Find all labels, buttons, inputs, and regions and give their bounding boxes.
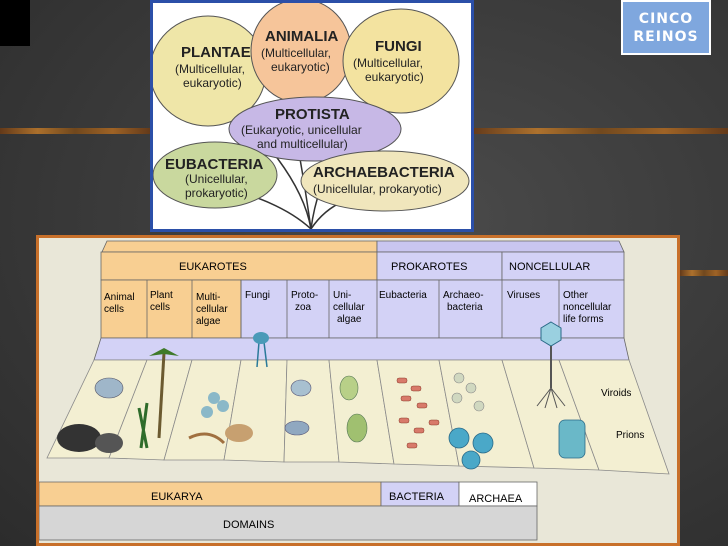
archaea-bar bbox=[458, 481, 538, 507]
col-unicellular-3: algae bbox=[337, 314, 362, 325]
prions-label: Prions bbox=[616, 430, 644, 441]
col-archaeobacteria-1: Archaeo- bbox=[443, 290, 484, 301]
title-badge: CINCO REINOS bbox=[621, 0, 711, 55]
col-animal-2: cells bbox=[104, 304, 124, 315]
protista-desc-2: and multicellular) bbox=[257, 137, 348, 151]
col-plant-2: cells bbox=[150, 302, 170, 313]
col-fungi: Fungi bbox=[245, 290, 270, 301]
plantae-desc-1: (Multicellular, bbox=[175, 62, 245, 76]
eubacteria-desc-2: prokaryotic) bbox=[185, 186, 248, 200]
eukarote-band-top bbox=[101, 240, 378, 253]
animalia-name: ANIMALIA bbox=[265, 28, 338, 45]
animalia-desc-1: (Multicellular, bbox=[261, 46, 331, 60]
decorative-band-right bbox=[474, 128, 728, 134]
domains-diagram: EUKAROTES PROKAROTES NONCELLULAR Animal … bbox=[36, 235, 680, 546]
col-unicellular-2: cellular bbox=[333, 302, 365, 313]
domains-label: DOMAINS bbox=[223, 519, 274, 531]
col-other-2: noncellular bbox=[563, 302, 612, 313]
col-multi-1: Multi- bbox=[196, 292, 220, 303]
organism-illustrations bbox=[57, 321, 586, 470]
eubacteria-desc-1: (Unicellular, bbox=[185, 172, 248, 186]
badge-line-2: REINOS bbox=[633, 28, 699, 45]
viroids-label: Viroids bbox=[601, 388, 631, 399]
eukarya-label: EUKARYA bbox=[151, 491, 203, 503]
col-protozoa-2: zoa bbox=[295, 302, 312, 313]
decorative-band-lower bbox=[680, 270, 728, 276]
col-other-1: Other bbox=[563, 290, 589, 301]
animalia-desc-2: eukaryotic) bbox=[271, 60, 330, 74]
archaebacteria-name: ARCHAEBACTERIA bbox=[313, 164, 455, 181]
plantae-name: PLANTAE bbox=[181, 44, 251, 61]
eukarya-bar bbox=[39, 481, 382, 507]
archaea-label: ARCHAEA bbox=[469, 493, 523, 505]
fungi-name: FUNGI bbox=[375, 38, 422, 55]
prokarotes-header: PROKAROTES bbox=[391, 261, 467, 273]
column-dividers bbox=[146, 280, 560, 338]
col-animal-1: Animal bbox=[104, 292, 135, 303]
corner-decoration bbox=[0, 0, 30, 46]
domains-bar bbox=[39, 505, 538, 541]
eubacteria-name: EUBACTERIA bbox=[165, 156, 264, 173]
col-multi-3: algae bbox=[196, 316, 221, 327]
bacteria-bar bbox=[380, 481, 460, 507]
prokarote-band-top bbox=[376, 240, 625, 253]
protista-desc-1: (Eukaryotic, unicellular bbox=[241, 123, 362, 137]
five-kingdoms-diagram: PLANTAE (Multicellular, eukaryotic) ANIM… bbox=[150, 0, 474, 232]
noncellular-header: NONCELLULAR bbox=[509, 261, 590, 273]
fungi-desc-2: eukaryotic) bbox=[365, 70, 424, 84]
eubacteria-petal bbox=[153, 141, 278, 209]
col-plant-1: Plant bbox=[150, 290, 173, 301]
badge-line-1: CINCO bbox=[638, 10, 694, 27]
col-viruses: Viruses bbox=[507, 290, 540, 301]
plantae-desc-2: eukaryotic) bbox=[183, 76, 242, 90]
col-multi-2: cellular bbox=[196, 304, 228, 315]
protista-petal bbox=[228, 96, 402, 162]
fungi-desc-1: (Multicellular, bbox=[353, 56, 423, 70]
noncellular-header-cell bbox=[501, 251, 625, 281]
eukarotes-header: EUKAROTES bbox=[179, 261, 247, 273]
col-other-3: life forms bbox=[563, 314, 604, 325]
col-archaeobacteria-2: bacteria bbox=[447, 302, 483, 313]
col-eubacteria: Eubacteria bbox=[379, 290, 427, 301]
col-unicellular-1: Uni- bbox=[333, 290, 351, 301]
fungi-petal bbox=[342, 8, 460, 114]
decorative-band-left bbox=[0, 128, 150, 134]
archaebacteria-petal bbox=[300, 150, 470, 212]
column-row-orange bbox=[100, 279, 242, 339]
protista-name: PROTISTA bbox=[275, 106, 350, 123]
col-protozoa-1: Proto- bbox=[291, 290, 318, 301]
archaebacteria-desc: (Unicellular, prokaryotic) bbox=[313, 182, 442, 196]
bacteria-label: BACTERIA bbox=[389, 491, 445, 503]
